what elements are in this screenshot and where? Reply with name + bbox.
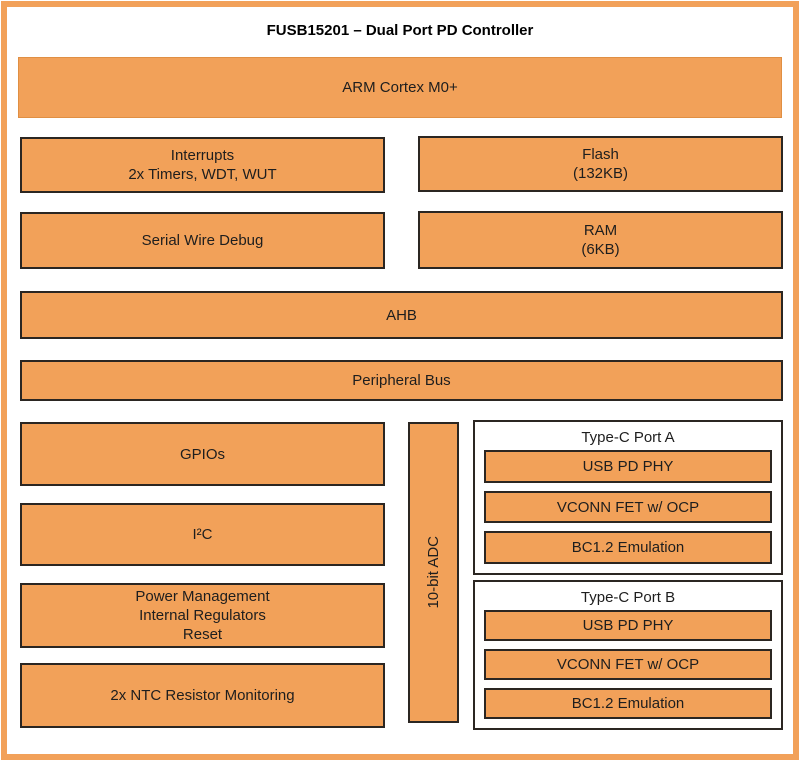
- block-serial-wire-debug: Serial Wire Debug: [20, 212, 385, 269]
- block-usb-pd-phy-b: USB PD PHY: [484, 610, 772, 641]
- block-bc12-emulation-a: BC1.2 Emulation: [484, 531, 772, 565]
- block-gpios: GPIOs: [20, 422, 385, 486]
- block-power-management: Power Management Internal Regulators Res…: [20, 583, 385, 648]
- block-interrupts-timers: Interrupts 2x Timers, WDT, WUT: [20, 137, 385, 193]
- block-10bit-adc: 10-bit ADC: [408, 422, 459, 723]
- block-usb-pd-phy-a: USB PD PHY: [484, 450, 772, 483]
- port-a-title: Type-C Port A: [581, 429, 675, 446]
- group-type-c-port-a: Type-C Port A USB PD PHY VCONN FET w/ OC…: [473, 420, 783, 575]
- block-peripheral-bus: Peripheral Bus: [20, 360, 783, 401]
- block-ram: RAM (6KB): [418, 211, 783, 269]
- block-ahb-bus: AHB: [20, 291, 783, 339]
- adc-vertical-label: 10-bit ADC: [425, 536, 442, 609]
- block-vconn-fet-ocp-b: VCONN FET w/ OCP: [484, 649, 772, 680]
- block-arm-cortex-m0: ARM Cortex M0+: [18, 57, 782, 118]
- block-vconn-fet-ocp-a: VCONN FET w/ OCP: [484, 490, 772, 524]
- block-ntc-resistor-monitoring: 2x NTC Resistor Monitoring: [20, 663, 385, 728]
- page-title: FUSB15201 – Dual Port PD Controller: [266, 22, 534, 39]
- block-i2c: I²C: [20, 503, 385, 566]
- block-flash: Flash (132KB): [418, 136, 783, 192]
- port-b-title: Type-C Port B: [580, 589, 676, 606]
- block-bc12-emulation-b: BC1.2 Emulation: [484, 688, 772, 719]
- group-type-c-port-b: Type-C Port B USB PD PHY VCONN FET w/ OC…: [473, 580, 783, 730]
